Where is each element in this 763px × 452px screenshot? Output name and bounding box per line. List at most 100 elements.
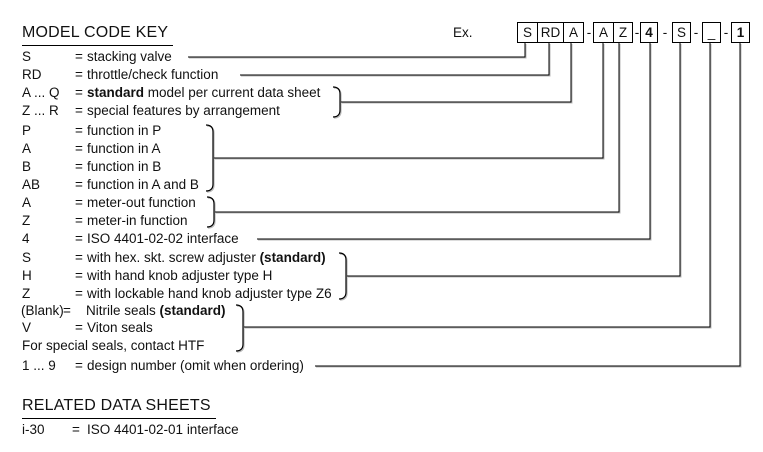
row-equals: =: [75, 141, 83, 156]
key-row: Z = meter-in function: [0, 212, 763, 230]
key-row: A = meter-out function: [0, 194, 763, 212]
row-description: with hand knob adjuster type H: [87, 268, 273, 283]
row-code: S: [22, 250, 32, 265]
row-description: function in A and B: [87, 177, 199, 192]
code-box: Z: [613, 22, 633, 43]
key-row: A ... Q=standard model per current data …: [0, 84, 763, 102]
key-row: B = function in B: [0, 158, 763, 176]
row-equals: =: [75, 49, 83, 64]
connector-line: [240, 43, 550, 76]
row-equals: =: [75, 268, 83, 283]
row-description: with lockable hand knob adjuster type Z6: [87, 286, 332, 301]
row-description: with hex. skt. screw adjuster (standard): [87, 250, 326, 265]
row-equals: =: [75, 103, 83, 118]
related-title-wrap: RELATED DATA SHEETS: [22, 397, 216, 419]
row-code: H: [22, 268, 32, 283]
code-box: A: [593, 22, 614, 43]
code-separator: -: [723, 25, 729, 40]
connector-line: [258, 44, 652, 241]
key-row: i-30 = ISO 4401-02-01 interface: [0, 421, 763, 439]
row-code: 1 ... 9: [22, 358, 56, 373]
row-equals: =: [75, 250, 83, 265]
row-code: i-30: [22, 422, 45, 437]
code-separator: -: [586, 25, 592, 40]
key-row: (Blank)=Nitrile seals (standard): [0, 302, 763, 320]
row-equals: =: [75, 195, 83, 210]
row-equals: =: [75, 67, 83, 82]
key-row: S = stacking valve: [0, 48, 763, 66]
group-brace: [206, 196, 215, 228]
connector-line: [347, 43, 681, 277]
row-description: function in B: [87, 159, 162, 174]
code-separator: -: [693, 25, 699, 40]
key-row: Z = with lockable hand knob adjuster type …: [0, 285, 763, 303]
row-code: A: [22, 195, 32, 210]
row-equals: =: [72, 422, 80, 437]
key-row: Z ... R=special features by arrangement: [0, 102, 763, 120]
row-code: S: [22, 49, 32, 64]
key-row: H = with hand knob adjuster type H: [0, 267, 763, 285]
key-row: AB=function in A and B: [0, 176, 763, 194]
row-description: function in P: [87, 123, 162, 138]
row-equals: =: [75, 231, 83, 246]
code-box: S: [672, 22, 691, 43]
group-brace: [338, 252, 347, 300]
row-description: ISO 4401-02-01 interface: [87, 422, 239, 437]
code-box: S: [517, 22, 538, 43]
row-description: design number (omit when ordering): [87, 358, 304, 373]
row-note: For special seals, contact HTF: [22, 338, 205, 353]
connector-line: [341, 43, 572, 103]
key-row: For special seals, contact HTF: [0, 337, 763, 355]
example-label: Ex.: [453, 25, 473, 40]
key-row: P = function in P: [0, 122, 763, 140]
row-equals: =: [75, 358, 83, 373]
row-description: stacking valve: [87, 49, 172, 64]
key-row: V = Viton seals: [0, 319, 763, 337]
row-description: Nitrile seals (standard): [86, 303, 226, 318]
row-code: (Blank): [21, 303, 64, 318]
row-equals: =: [75, 286, 83, 301]
connector-line: [257, 43, 651, 240]
key-row: 4=ISO 4401-02-02 interface: [0, 230, 763, 248]
code-box: 4: [640, 22, 658, 43]
row-description: meter-out function: [87, 195, 196, 210]
row-equals: =: [75, 213, 83, 228]
row-code: A: [22, 141, 32, 156]
row-code: Z: [22, 213, 31, 228]
key-row: A = function in A: [0, 140, 763, 158]
connector-line: [342, 44, 573, 104]
row-equals: =: [75, 177, 83, 192]
row-description: function in A: [87, 141, 161, 156]
connector-line: [188, 43, 526, 58]
row-code: B: [22, 159, 32, 174]
line-ink-layer: [188, 43, 741, 367]
connector-line: [215, 44, 605, 160]
row-equals: =: [75, 320, 83, 335]
row-code: P: [22, 123, 32, 138]
page-title-wrap: MODEL CODE KEY: [22, 24, 174, 46]
row-description: throttle/check function: [87, 67, 219, 82]
connector-line: [189, 44, 527, 59]
page-title: MODEL CODE KEY: [22, 24, 174, 46]
row-code: V: [22, 320, 32, 335]
group-brace: [205, 124, 214, 192]
key-row: S = with hex. skt. screw adjuster (standar…: [0, 249, 763, 267]
group-brace: [235, 304, 244, 352]
code-box: RD: [537, 22, 564, 43]
row-description: Viton seals: [87, 320, 153, 335]
row-description: standard model per current data sheet: [87, 85, 321, 100]
row-description: special features by arrangement: [87, 103, 280, 118]
connector-line: [241, 44, 551, 77]
row-description: ISO 4401-02-02 interface: [87, 231, 239, 246]
row-code: Z: [22, 286, 31, 301]
group-brace: [332, 86, 341, 118]
connector-line: [244, 43, 711, 328]
row-equals: =: [75, 159, 83, 174]
row-equals: =: [75, 123, 83, 138]
connector-line: [216, 44, 621, 214]
code-separator: -: [634, 25, 640, 40]
code-separator: -: [662, 25, 668, 40]
row-description: meter-in function: [87, 213, 188, 228]
